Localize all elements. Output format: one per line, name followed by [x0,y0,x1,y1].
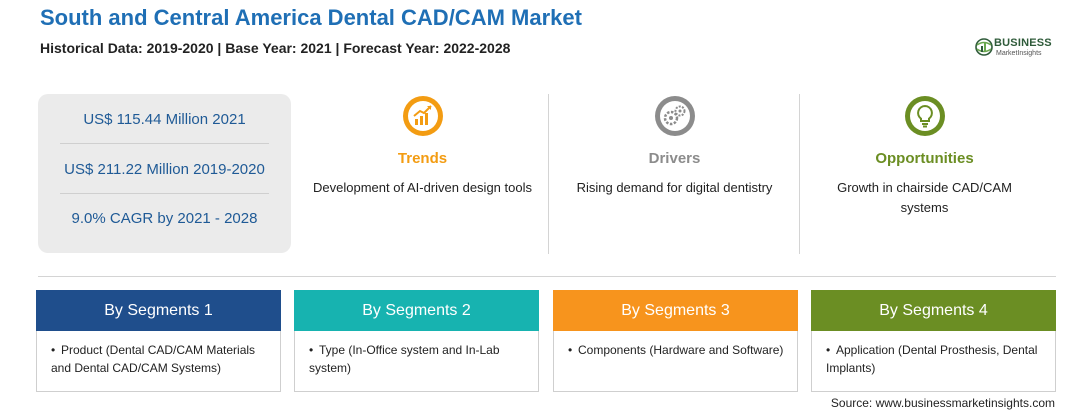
segment-1-title: By Segments 1 [36,290,281,331]
segment-2-text: Type (In-Office system and In-Lab system… [309,343,500,375]
page-title: South and Central America Dental CAD/CAM… [40,5,582,30]
trends-text: Development of AI-driven design tools [313,180,532,195]
trends-heading: Trends [397,150,448,167]
source-credit: Source: www.businessmarketinsights.com [830,396,1055,410]
page-subtitle: Historical Data: 2019-2020 | Base Year: … [40,40,511,56]
segment-3-text: Components (Hardware and Software) [578,343,784,357]
logo-tagline: MarketInsights [996,50,1042,57]
globe-icon [975,38,993,56]
segment-2-title: By Segments 2 [294,290,539,331]
column-divider [799,94,800,254]
segment-4-title: By Segments 4 [811,290,1056,331]
segment-card-2: By Segments 2 •Type (In-Office system an… [294,290,539,392]
brand-logo: BUSINESS MarketInsights [974,37,1064,59]
stat-market-size-2021: US$ 115.44 Million 2021 [83,111,246,128]
drivers-heading: Drivers [648,150,701,167]
bullet: • [568,343,573,357]
drivers-column: Drivers Rising demand for digital dentis… [552,94,797,254]
segment-4-text: Application (Dental Prosthesis, Dental I… [826,343,1038,375]
segment-2-body: •Type (In-Office system and In-Lab syste… [309,341,529,377]
market-stats-panel: US$ 115.44 Million 2021 US$ 211.22 Milli… [38,94,291,253]
bullet: • [826,343,831,357]
segment-3-title: By Segments 3 [553,290,798,331]
drivers-text: Rising demand for digital dentistry [576,180,773,195]
stat-divider [60,193,269,194]
stat-divider [60,143,269,144]
segment-4-body: •Application (Dental Prosthesis, Dental … [826,341,1046,377]
gears-icon [654,96,695,136]
segment-card-1: By Segments 1 •Product (Dental CAD/CAM M… [36,290,281,392]
stat-cagr: 9.0% CAGR by 2021 - 2028 [71,210,258,227]
stat-market-size-historical: US$ 211.22 Million 2019-2020 [64,161,265,178]
section-divider [38,276,1056,277]
segment-1-body: •Product (Dental CAD/CAM Materials and D… [51,341,271,377]
trend-chart-icon [402,96,443,136]
segment-3-body: • Components (Hardware and Software) [568,341,788,359]
segment-1-text: Product (Dental CAD/CAM Materials and De… [51,343,256,375]
logo-wordmark: BUSINESS [994,37,1052,49]
lightbulb-icon [904,96,945,136]
segment-card-3: By Segments 3 • Components (Hardware and … [553,290,798,392]
opportunities-heading: Opportunities [875,150,974,167]
column-divider [548,94,549,254]
trends-column: Trends Development of AI-driven design t… [300,94,545,254]
bullet: • [309,343,314,357]
bullet: • [51,343,56,357]
opportunities-text: Growth in chairside CAD/CAM systems [837,180,1012,215]
opportunities-column: Opportunities Growth in chairside CAD/CA… [802,94,1047,254]
segment-card-4: By Segments 4 •Application (Dental Prost… [811,290,1056,392]
